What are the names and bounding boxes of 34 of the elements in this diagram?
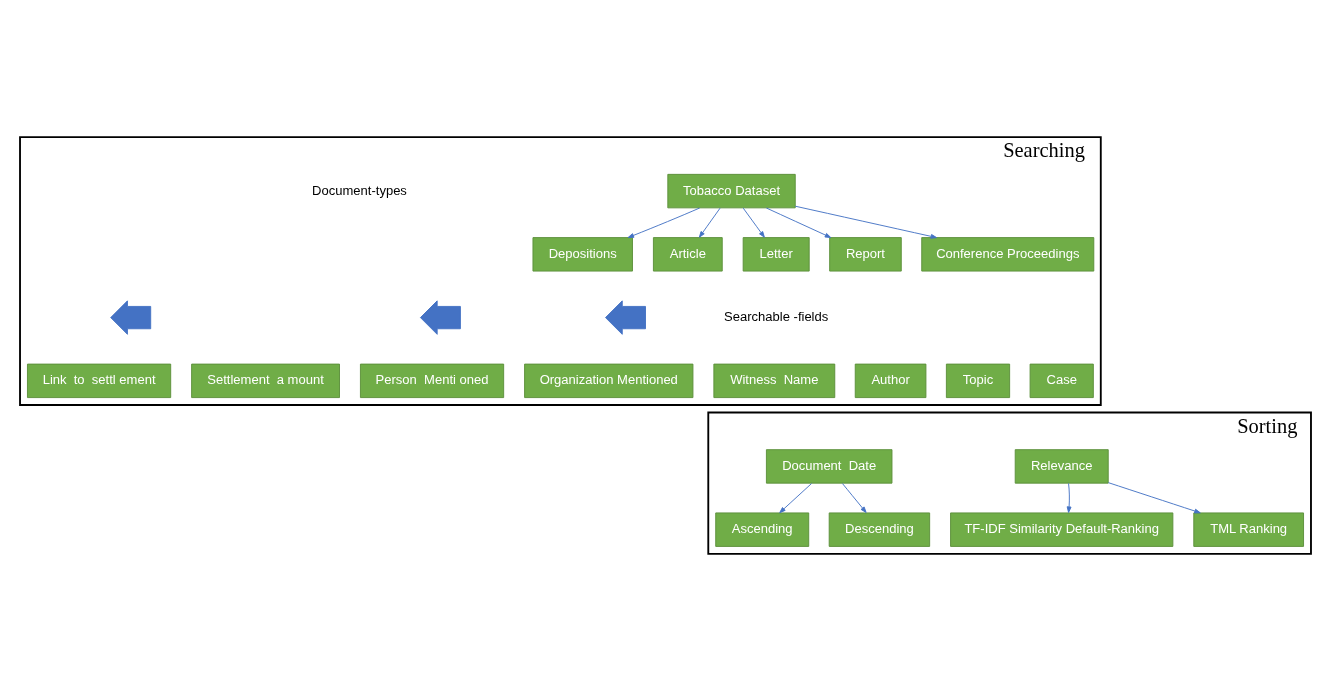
arrow xyxy=(627,207,701,238)
node-box: Person Menti oned xyxy=(359,363,505,398)
arrow xyxy=(1107,481,1201,513)
node-box: TF-IDF Similarity Default-Ranking xyxy=(950,511,1174,547)
node-box: Relevance xyxy=(1014,448,1109,484)
arrow xyxy=(698,207,721,238)
node-arrow xyxy=(419,299,461,335)
node-box: Report xyxy=(829,236,902,272)
node-box: Settlement a mount xyxy=(191,363,340,398)
arrow xyxy=(742,207,765,238)
node-box: Document Date xyxy=(765,448,893,484)
arrow xyxy=(794,205,938,239)
node-arrow xyxy=(110,299,152,335)
node-box: Letter xyxy=(742,236,810,272)
node-box: Case xyxy=(1029,363,1094,398)
arrow xyxy=(841,482,867,513)
node-box: Conference Proceedings xyxy=(921,236,1095,272)
label: Searchable -fields xyxy=(724,308,829,324)
arrow xyxy=(779,482,813,513)
label: Document-types xyxy=(312,182,407,198)
arrow xyxy=(765,207,832,238)
node-box: TML Ranking xyxy=(1193,511,1304,547)
node-box: Topic xyxy=(945,363,1011,398)
node-box: Author xyxy=(854,363,927,398)
node-box: Witness Name xyxy=(713,363,836,398)
node-box: Ascending xyxy=(715,511,810,547)
node-box: Depositions xyxy=(532,236,633,272)
node-box: Article xyxy=(652,236,723,272)
node-box: Tobacco Dataset xyxy=(667,173,796,208)
node-arrow xyxy=(605,299,646,335)
arrow xyxy=(1066,482,1072,513)
node-box: Link to settl ement xyxy=(27,363,172,398)
node-box: Organization Mentioned xyxy=(524,363,694,398)
node-box: Descending xyxy=(828,511,931,547)
